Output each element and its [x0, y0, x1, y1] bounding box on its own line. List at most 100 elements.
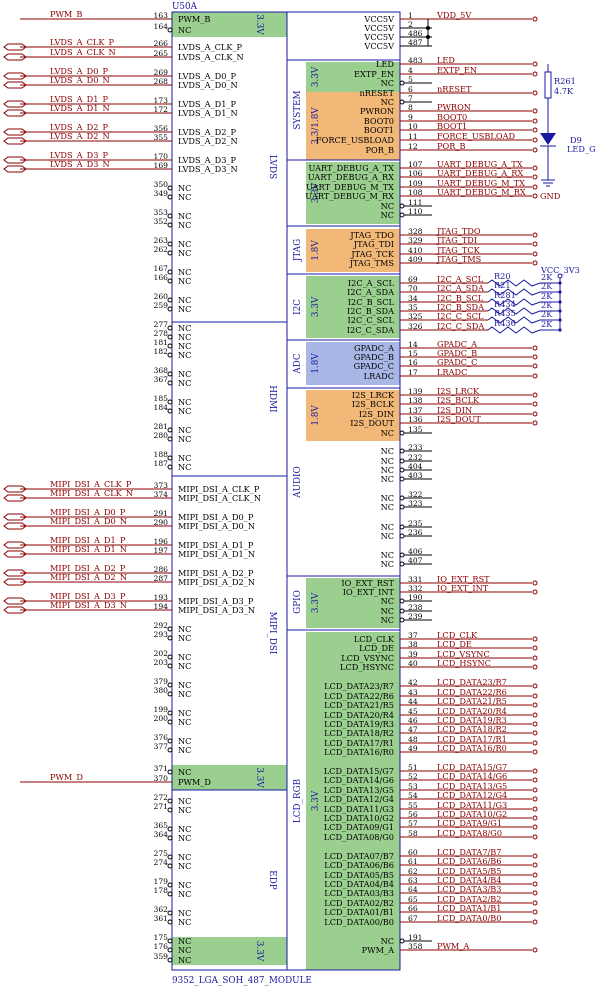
- pin-number-left: 259: [154, 301, 169, 310]
- net-label-left: LVDS_A_D0_P: [50, 66, 109, 76]
- pin-number-left: 292: [154, 621, 169, 630]
- net-label-right: I2S_LRCK: [437, 386, 480, 396]
- pin-number-left: 356: [154, 124, 169, 133]
- net-label-left: PWM_D: [50, 772, 83, 782]
- net-label-right: I2C_C_SCL: [437, 311, 484, 321]
- pin-name-right: LCD_DATA06/B6: [324, 860, 394, 870]
- net-label-right: LRADC: [437, 367, 467, 377]
- offpage-connector-icon: [3, 72, 27, 80]
- offpage-connector-icon: [3, 137, 27, 145]
- net-label-right: LCD_DATA4/B4: [437, 875, 502, 885]
- pin-name-left: LVDS_A_D2_N: [178, 136, 238, 146]
- pin-name-left: NC: [178, 796, 191, 806]
- pin-name-left: NC: [178, 767, 191, 777]
- net-label-right: LCD_HSYNC: [437, 658, 491, 668]
- pin-name-left: NC: [178, 295, 191, 305]
- pin-number-right: 14: [408, 340, 418, 349]
- net-label-right: I2S_BCLK: [437, 395, 480, 405]
- pin-number-left: 266: [154, 39, 169, 48]
- no-connect-marker: [399, 617, 405, 623]
- no-connect-marker: [399, 552, 405, 558]
- pin-name-right: NC: [381, 606, 394, 616]
- net-label-right: LCD_DATA6/B6: [437, 856, 502, 866]
- net-endpoint-marker: [532, 947, 538, 953]
- no-connect-marker: [167, 807, 173, 813]
- gnd-label: GND: [540, 191, 561, 201]
- resistor-ref: R281: [494, 290, 516, 300]
- pin-name-left: NC: [178, 680, 191, 690]
- net-label-right: LCD_DATA13/G5: [437, 781, 507, 791]
- pin-number-left: 172: [154, 105, 169, 114]
- voltage-label-right: 3.3V: [311, 296, 321, 317]
- pullup-resistor-icon: [487, 298, 560, 306]
- pin-name-left: NC: [178, 908, 191, 918]
- no-connect-marker: [399, 467, 405, 473]
- net-label-left: MIPI_DSI_A_D0_N: [50, 516, 127, 526]
- voltage-label-right: 1.8V: [311, 405, 321, 426]
- pin-number-left: 272: [154, 793, 169, 802]
- led-diode-icon: [540, 133, 556, 145]
- pin-name-left: MIPI_DSI_A_D1_P: [178, 540, 254, 550]
- pin-number-right: 38: [408, 640, 418, 649]
- pin-number-left: 173: [154, 96, 169, 105]
- pin-number-right: 51: [408, 763, 418, 772]
- pin-name-right: UART_DEBUG_M_TX: [306, 182, 394, 192]
- net-label-right: UART_DEBUG_M_TX: [437, 178, 525, 188]
- pin-name-left: LVDS_A_CLK_N: [178, 52, 244, 62]
- pin-name-left: MIPI_DSI_A_D0_N: [178, 521, 255, 531]
- pin-name-left: NC: [178, 183, 191, 193]
- pin-name-right: GPADC_C: [354, 361, 394, 371]
- pin-name-left: NC: [178, 378, 191, 388]
- no-connect-marker: [167, 863, 173, 869]
- net-label-right: I2C_B_SCL: [437, 293, 484, 303]
- voltage-label-right: 1.8V: [311, 240, 321, 261]
- pin-number-right: 323: [408, 499, 423, 508]
- voltage-label-right: 3.3/1.8V: [311, 107, 321, 145]
- pin-name-right: IO_EXT_INT: [343, 587, 395, 597]
- pin-number-right: 487: [408, 38, 423, 47]
- pullup-resistor-icon: [487, 307, 560, 315]
- offpage-connector-icon: [3, 494, 27, 502]
- net-label-right: PWM_A: [437, 941, 469, 951]
- r261-value: 4.7K: [554, 86, 574, 96]
- pin-number-left: 170: [154, 152, 169, 161]
- offpage-connector-icon: [3, 569, 27, 577]
- net-endpoint-marker: [532, 71, 538, 77]
- led-ref: D9: [570, 135, 582, 145]
- voltage-box-right: [306, 276, 400, 338]
- pin-name-right: PWM_A: [362, 945, 394, 955]
- net-label-left: LVDS_A_D2_P: [50, 122, 109, 132]
- no-connect-marker: [167, 654, 173, 660]
- net-label-right: LCD_DATA9/G1: [437, 818, 502, 828]
- pin-name-left: NC: [178, 745, 191, 755]
- pin-number-right: 326: [408, 322, 423, 331]
- no-connect-marker: [167, 352, 173, 358]
- net-label-right: IO_EXT_RST: [437, 574, 490, 584]
- pin-name-right: UART_DEBUG_A_TX: [308, 163, 394, 173]
- no-connect-marker: [399, 99, 405, 105]
- net-endpoint-marker: [532, 702, 538, 708]
- pin-name-right: PWRON: [360, 106, 394, 116]
- pin-name-right: LED: [376, 59, 394, 69]
- group-label-left: LVDS: [267, 155, 277, 179]
- pin-number-right: 67: [408, 914, 418, 923]
- net-label-right: VDD_5V: [436, 10, 472, 20]
- net-label-right: LCD_DATA11/G3: [437, 800, 507, 810]
- pin-number-left: 291: [154, 509, 169, 518]
- net-endpoint-marker: [532, 909, 538, 915]
- voltage-box-right: [306, 162, 400, 224]
- net-label-right: BOOT0: [437, 112, 467, 122]
- pin-number-left: 175: [154, 933, 169, 942]
- net-label-right: LCD_DATA0/B0: [437, 913, 502, 923]
- pin-number-left: 275: [154, 849, 169, 858]
- voltage-box-right: [306, 342, 400, 385]
- group-label-right: AUDIO: [293, 466, 303, 499]
- pin-name-left: LVDS_A_D3_N: [178, 164, 238, 174]
- pin-name-left: NC: [178, 332, 191, 342]
- pin-number-left: 277: [154, 320, 169, 329]
- net-label-right: LCD_DATA23/R7: [437, 677, 507, 687]
- pin-name-right: LCD_DATA10/G2: [324, 813, 394, 823]
- pin-number-left: 293: [154, 630, 169, 639]
- no-connect-marker: [167, 241, 173, 247]
- group-label-right: ADC: [293, 353, 303, 374]
